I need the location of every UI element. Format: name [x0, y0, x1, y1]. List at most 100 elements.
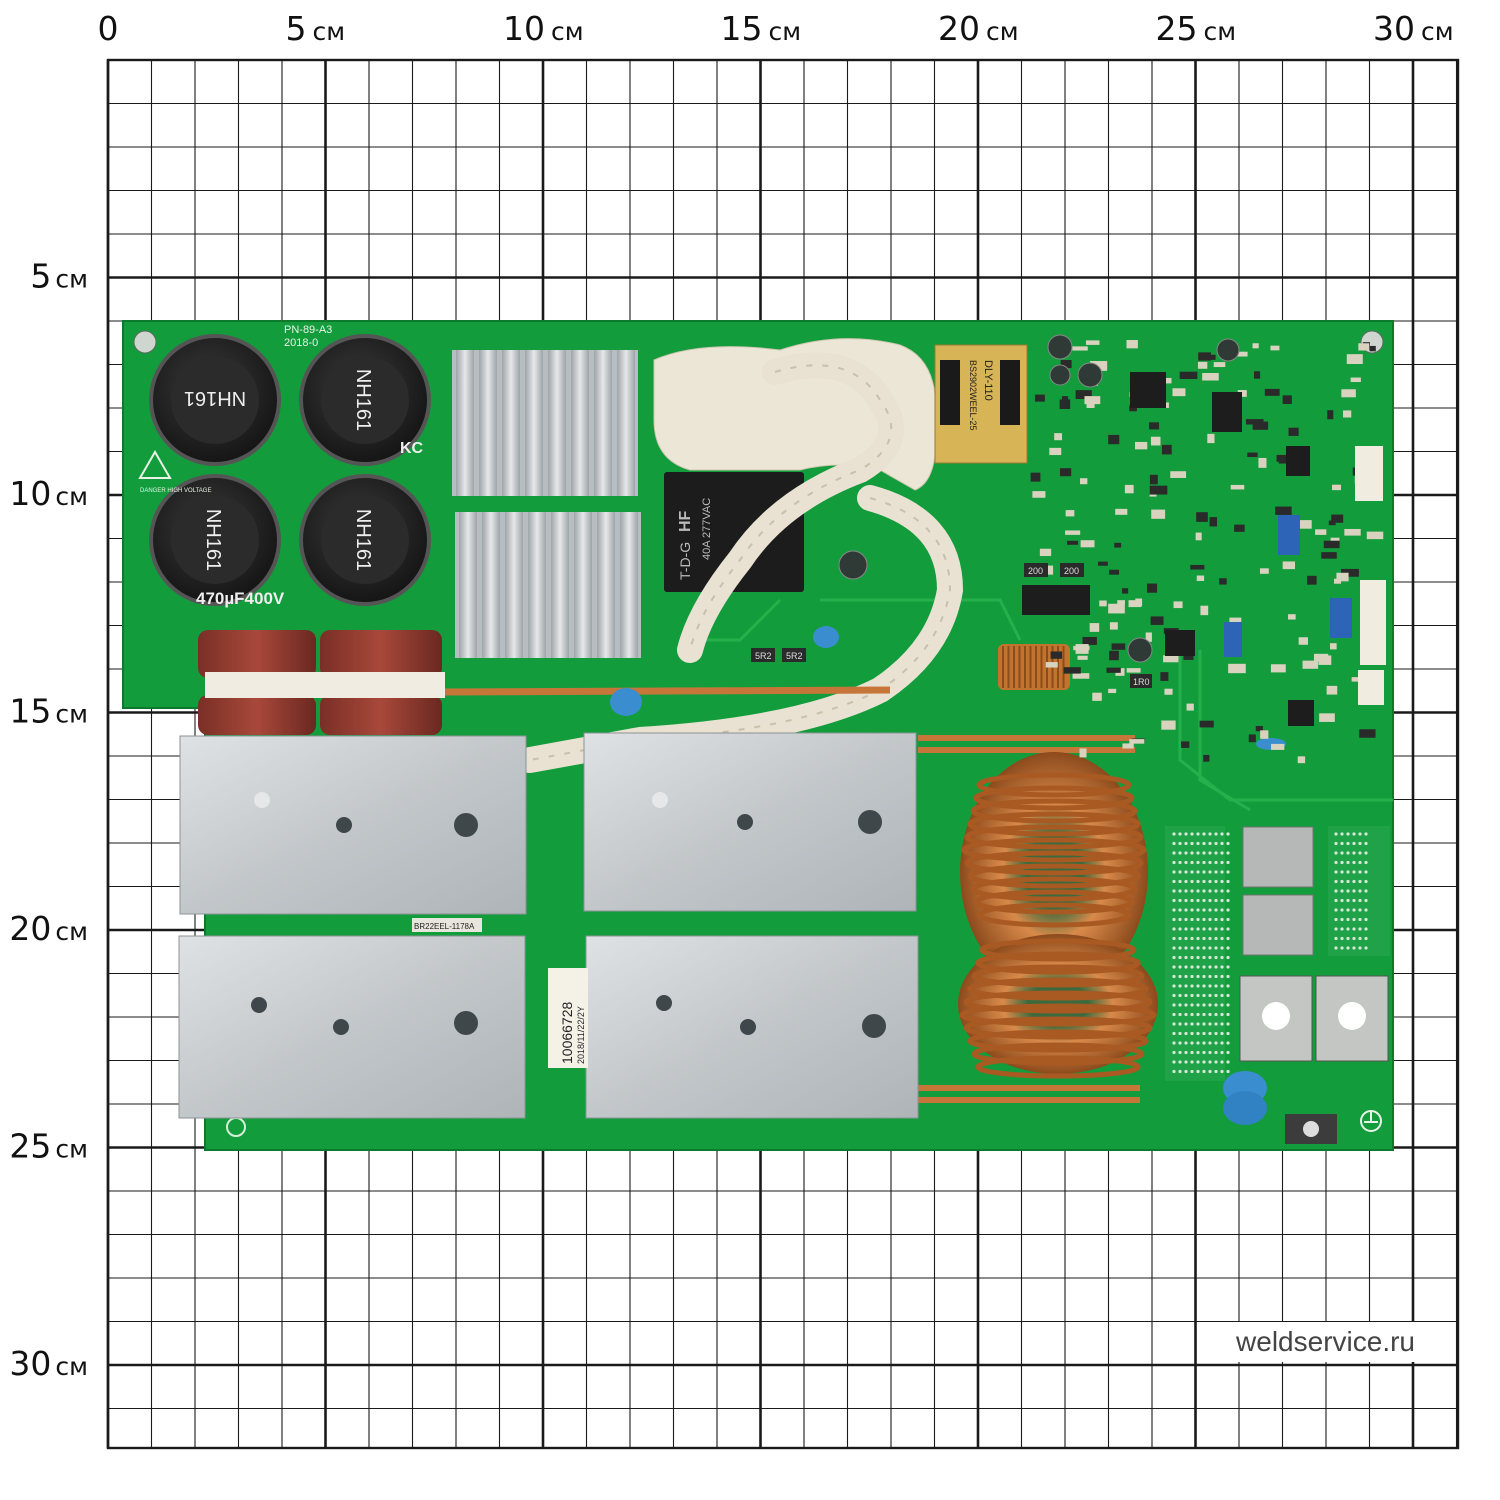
relay: T-D-G 40A 277VAC HF	[664, 472, 804, 592]
heatsink-fin	[456, 350, 474, 496]
via-hole	[1346, 832, 1350, 836]
smd-component	[1181, 741, 1190, 748]
via-hole	[1202, 908, 1206, 912]
via-hole	[1172, 974, 1176, 979]
smd-component	[1275, 506, 1292, 515]
via-hole	[1172, 832, 1176, 836]
via-hole	[1226, 917, 1230, 922]
smd-component	[1331, 514, 1344, 523]
via-hole	[1184, 1069, 1188, 1074]
via-hole	[1202, 946, 1206, 950]
via-hole	[1346, 936, 1350, 941]
winding-turn	[973, 889, 1135, 915]
via-hole	[1190, 1069, 1194, 1074]
via-hole	[1172, 984, 1176, 988]
top-ruler-label: 0	[98, 9, 119, 48]
via-hole	[1220, 1003, 1224, 1007]
left-ruler-number: 15	[9, 692, 51, 731]
via-hole	[1214, 946, 1218, 950]
via-hole	[1196, 984, 1200, 988]
via-hole	[1196, 1060, 1200, 1064]
via-hole	[1196, 936, 1200, 941]
smd-component	[1089, 623, 1100, 632]
via-hole	[1346, 898, 1350, 903]
via-hole	[1172, 1060, 1176, 1064]
via-hole	[1214, 984, 1218, 988]
via-hole	[1178, 870, 1182, 874]
via-hole	[1196, 889, 1200, 893]
via-hole	[1190, 908, 1194, 912]
smd-component	[1190, 564, 1205, 570]
smd-component	[1108, 688, 1117, 694]
smd-component	[1179, 371, 1198, 380]
capacitor-rating: 470µF400V	[196, 589, 285, 608]
smd-component	[1332, 484, 1341, 491]
smd-component	[1260, 730, 1269, 739]
heatsink-fin	[571, 350, 589, 496]
winding-turn	[959, 1003, 1157, 1027]
control-circuit: 200 200 5R2 5R2 1R0	[751, 334, 1386, 764]
smd-component	[1164, 688, 1173, 695]
via-hole	[1214, 841, 1218, 846]
via-hole	[1364, 936, 1368, 941]
via-hole	[1172, 870, 1176, 874]
via-hole	[1226, 946, 1230, 950]
smd-component	[1108, 434, 1120, 445]
via-hole	[1202, 984, 1206, 988]
via-hole	[1340, 860, 1344, 865]
via-hole	[1202, 851, 1206, 855]
via-hole	[1214, 1022, 1218, 1026]
via-hole	[1334, 832, 1338, 836]
smd-component	[1288, 614, 1296, 620]
via-hole	[1208, 851, 1212, 855]
via-hole	[1178, 1003, 1182, 1007]
smd-component	[1173, 601, 1183, 609]
smd-component	[1298, 637, 1308, 645]
smd-component	[1109, 569, 1120, 575]
via-hole	[1346, 927, 1350, 931]
ground-icon	[1360, 1110, 1382, 1132]
via-hole	[1214, 851, 1218, 855]
via-hole	[1364, 851, 1368, 855]
via-hole	[1214, 917, 1218, 922]
via-hole	[1184, 927, 1188, 931]
via-hole	[1202, 841, 1206, 846]
via-hole	[1208, 946, 1212, 950]
via-hole	[1190, 860, 1194, 865]
via-hole	[1190, 974, 1194, 979]
smd-component	[1230, 484, 1245, 490]
via-hole	[1190, 889, 1194, 893]
via-hole	[1352, 841, 1356, 846]
smd-component	[1369, 345, 1376, 352]
smd-component	[1229, 617, 1242, 623]
via-hole	[1226, 927, 1230, 931]
warning-text: DANGER HIGH VOLTAGE	[140, 488, 211, 494]
via-hole	[1226, 993, 1230, 998]
via-hole	[1208, 879, 1212, 884]
serial-sticker: 10066728 2018/11/22/2Y	[548, 968, 588, 1068]
via-hole	[1202, 1012, 1206, 1017]
via-hole	[1358, 927, 1362, 931]
smd-component	[1065, 510, 1075, 517]
via-hole	[1220, 851, 1224, 855]
via-hole	[1172, 946, 1176, 950]
via-hole	[1352, 870, 1356, 874]
grid-border	[106, 58, 1460, 1450]
via-hole	[1352, 889, 1356, 893]
via-hole	[1178, 860, 1182, 865]
serial-number: 10066728	[559, 1001, 575, 1064]
via-hole	[1334, 879, 1338, 884]
capacitor-print-2: NH161	[352, 369, 374, 431]
via-hole	[1226, 832, 1230, 836]
film-capacitors	[198, 630, 445, 735]
top-ruler-unit: см	[1204, 17, 1237, 46]
left-ruler-unit: см	[55, 917, 88, 946]
via-hole	[1190, 832, 1194, 836]
via-hole	[1352, 917, 1356, 922]
smd-component	[1196, 512, 1208, 522]
smd-component	[1030, 472, 1041, 482]
smd-component	[1341, 389, 1356, 398]
transformer-label: DLY-110	[982, 360, 994, 401]
